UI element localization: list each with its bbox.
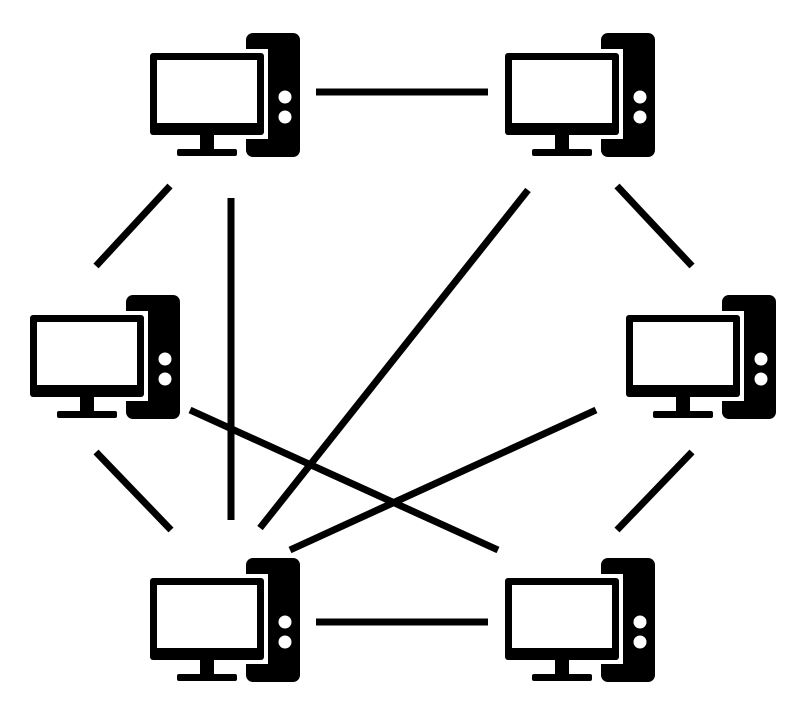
nodes-layer <box>26 33 776 682</box>
computer-icon-top-left <box>146 33 300 157</box>
link-top-right-to-bottom-left <box>257 187 531 531</box>
computer-icon-top-right <box>501 33 655 157</box>
link-middle-left-to-bottom-right <box>188 406 500 554</box>
link-middle-right-to-bottom-left <box>288 406 598 554</box>
computer-icon-middle-right <box>622 295 776 419</box>
links-layer <box>93 88 695 626</box>
link-middle-right-to-bottom-right <box>614 449 695 533</box>
link-middle-left-to-bottom-left <box>93 449 174 533</box>
computer-icon-bottom-right <box>501 558 655 682</box>
computer-icon-middle-left <box>26 295 180 419</box>
link-top-right-to-middle-right <box>614 183 695 269</box>
computer-icon-bottom-left <box>146 558 300 682</box>
link-top-left-to-middle-left <box>93 183 173 269</box>
